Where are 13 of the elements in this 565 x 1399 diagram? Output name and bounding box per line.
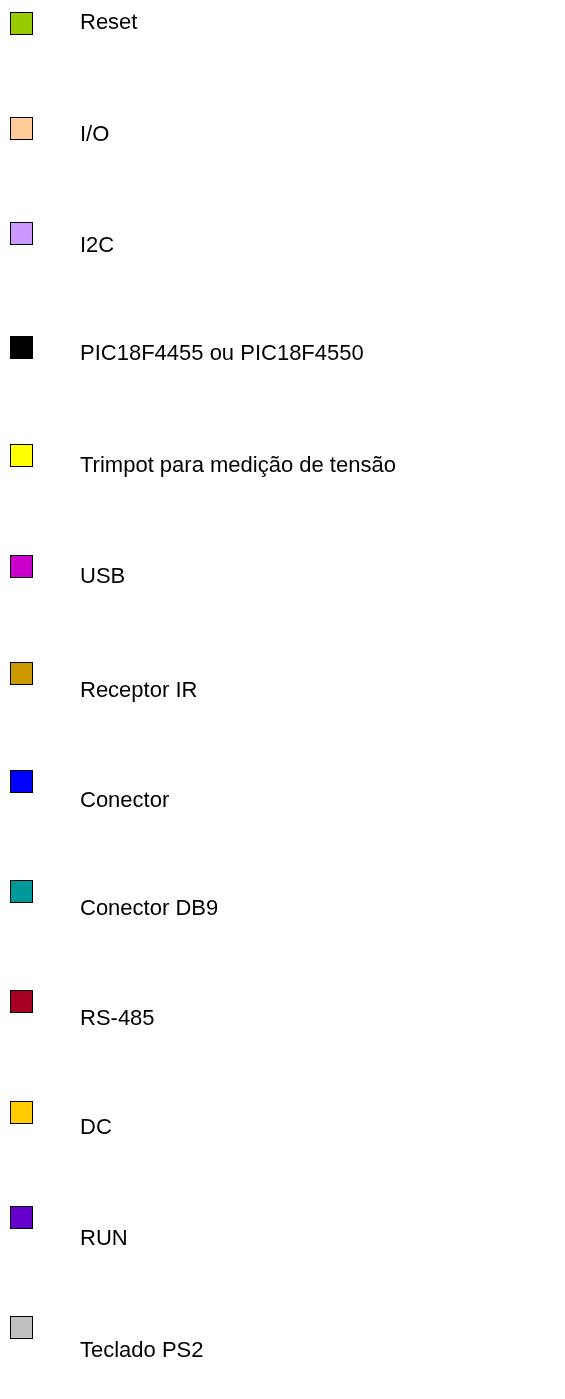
legend-label: Trimpot para medição de tensão xyxy=(80,452,396,478)
legend-label: USB xyxy=(80,563,126,589)
legend-label: RS-485 xyxy=(80,1005,155,1031)
legend-label: I/O xyxy=(80,121,110,147)
legend-label: Conector xyxy=(80,787,170,813)
legend-label: Conector DB9 xyxy=(80,895,219,921)
legend-label: DC xyxy=(80,1114,112,1140)
legend-label: RUN xyxy=(80,1225,128,1251)
legend-label: I2C xyxy=(80,232,115,258)
legend-label: Receptor IR xyxy=(80,677,198,703)
legend-label: PIC18F4455 ou PIC18F4550 xyxy=(80,340,364,366)
legend-label: Teclado PS2 xyxy=(80,1337,204,1363)
legend-label: Reset xyxy=(80,9,138,35)
